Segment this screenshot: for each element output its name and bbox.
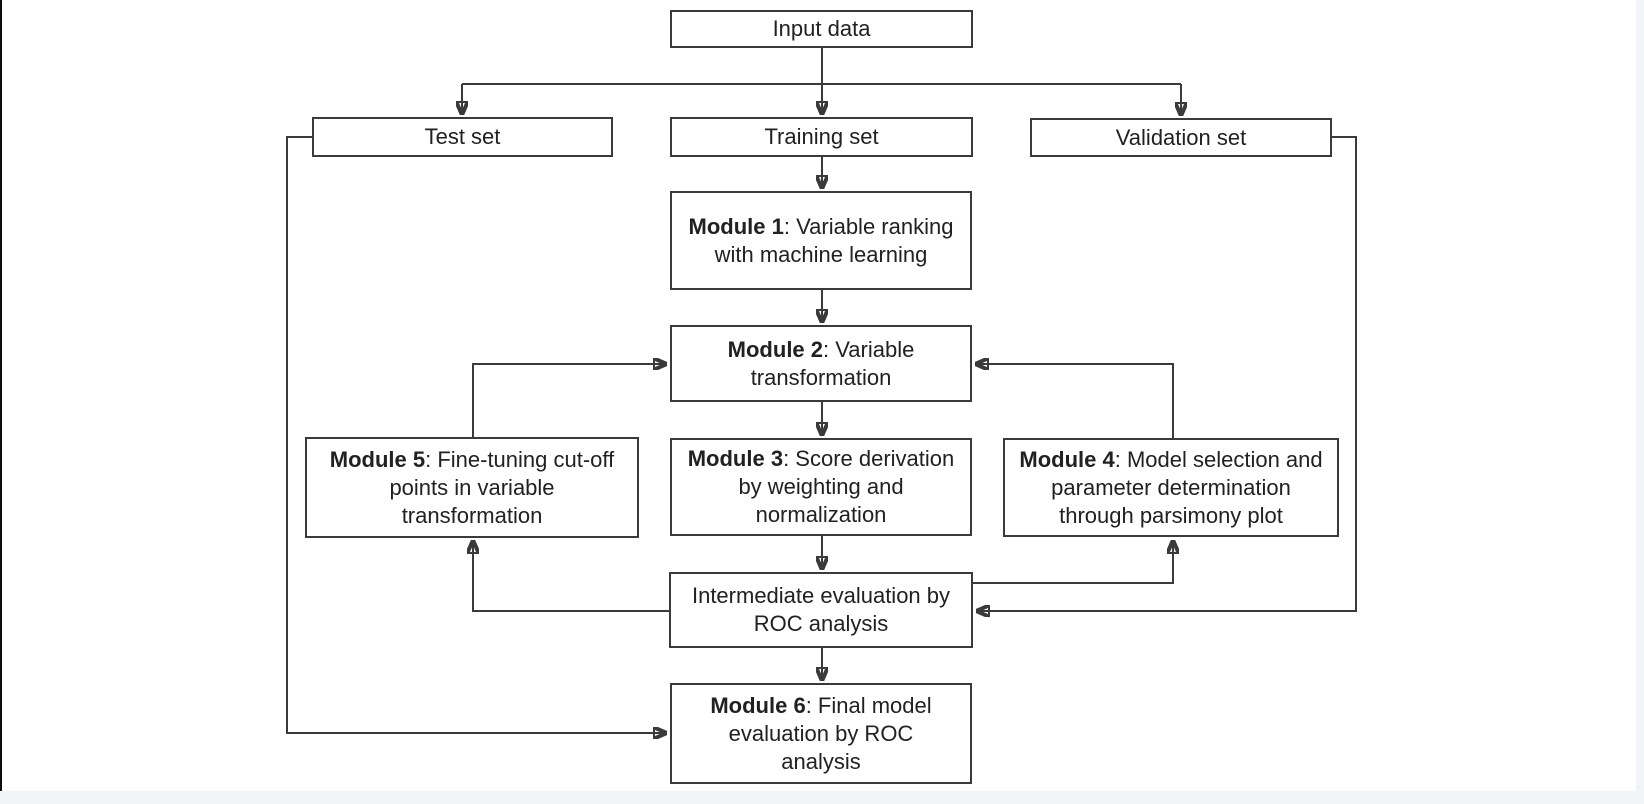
node-intermediate-evaluation: Intermediate evaluation by ROC analysis — [669, 572, 973, 648]
node-module-1: Module 1: Variable ranking with machine … — [670, 191, 972, 290]
node-validation-set-label: Validation set — [1115, 124, 1247, 150]
node-training-set-label: Training set — [764, 124, 879, 149]
node-module-3-label: Module 3: Score derivation by weighting … — [687, 446, 955, 527]
node-test-set-label: Test set — [424, 124, 501, 149]
bottom-edge-gutter — [0, 791, 1644, 804]
node-validation-set: Validation set — [1030, 118, 1332, 157]
node-input-data: Input data — [670, 10, 973, 48]
node-module-4-label: Module 4: Model selection and parameter … — [1019, 446, 1323, 528]
node-module-2-label: Module 2: Variable transformation — [727, 336, 915, 390]
node-module-2: Module 2: Variable transformation — [670, 325, 972, 402]
node-module-4: Module 4: Model selection and parameter … — [1003, 438, 1339, 537]
left-edge-border — [0, 0, 2, 792]
node-test-set: Test set — [312, 117, 613, 157]
node-training-set: Training set — [670, 117, 973, 157]
node-module-1-label: Module 1: Variable ranking with machine … — [688, 213, 954, 267]
node-module-6-label: Module 6: Final model evaluation by ROC … — [710, 692, 932, 774]
node-module-5-label: Module 5: Fine-tuning cut-off points in … — [329, 446, 615, 528]
right-edge-gutter — [1636, 0, 1644, 804]
node-module-3: Module 3: Score derivation by weighting … — [670, 438, 972, 536]
node-module-5: Module 5: Fine-tuning cut-off points in … — [305, 437, 639, 538]
node-module-6: Module 6: Final model evaluation by ROC … — [670, 683, 972, 784]
node-intermediate-evaluation-label: Intermediate evaluation by ROC analysis — [691, 583, 951, 636]
node-input-data-label: Input data — [772, 16, 871, 41]
